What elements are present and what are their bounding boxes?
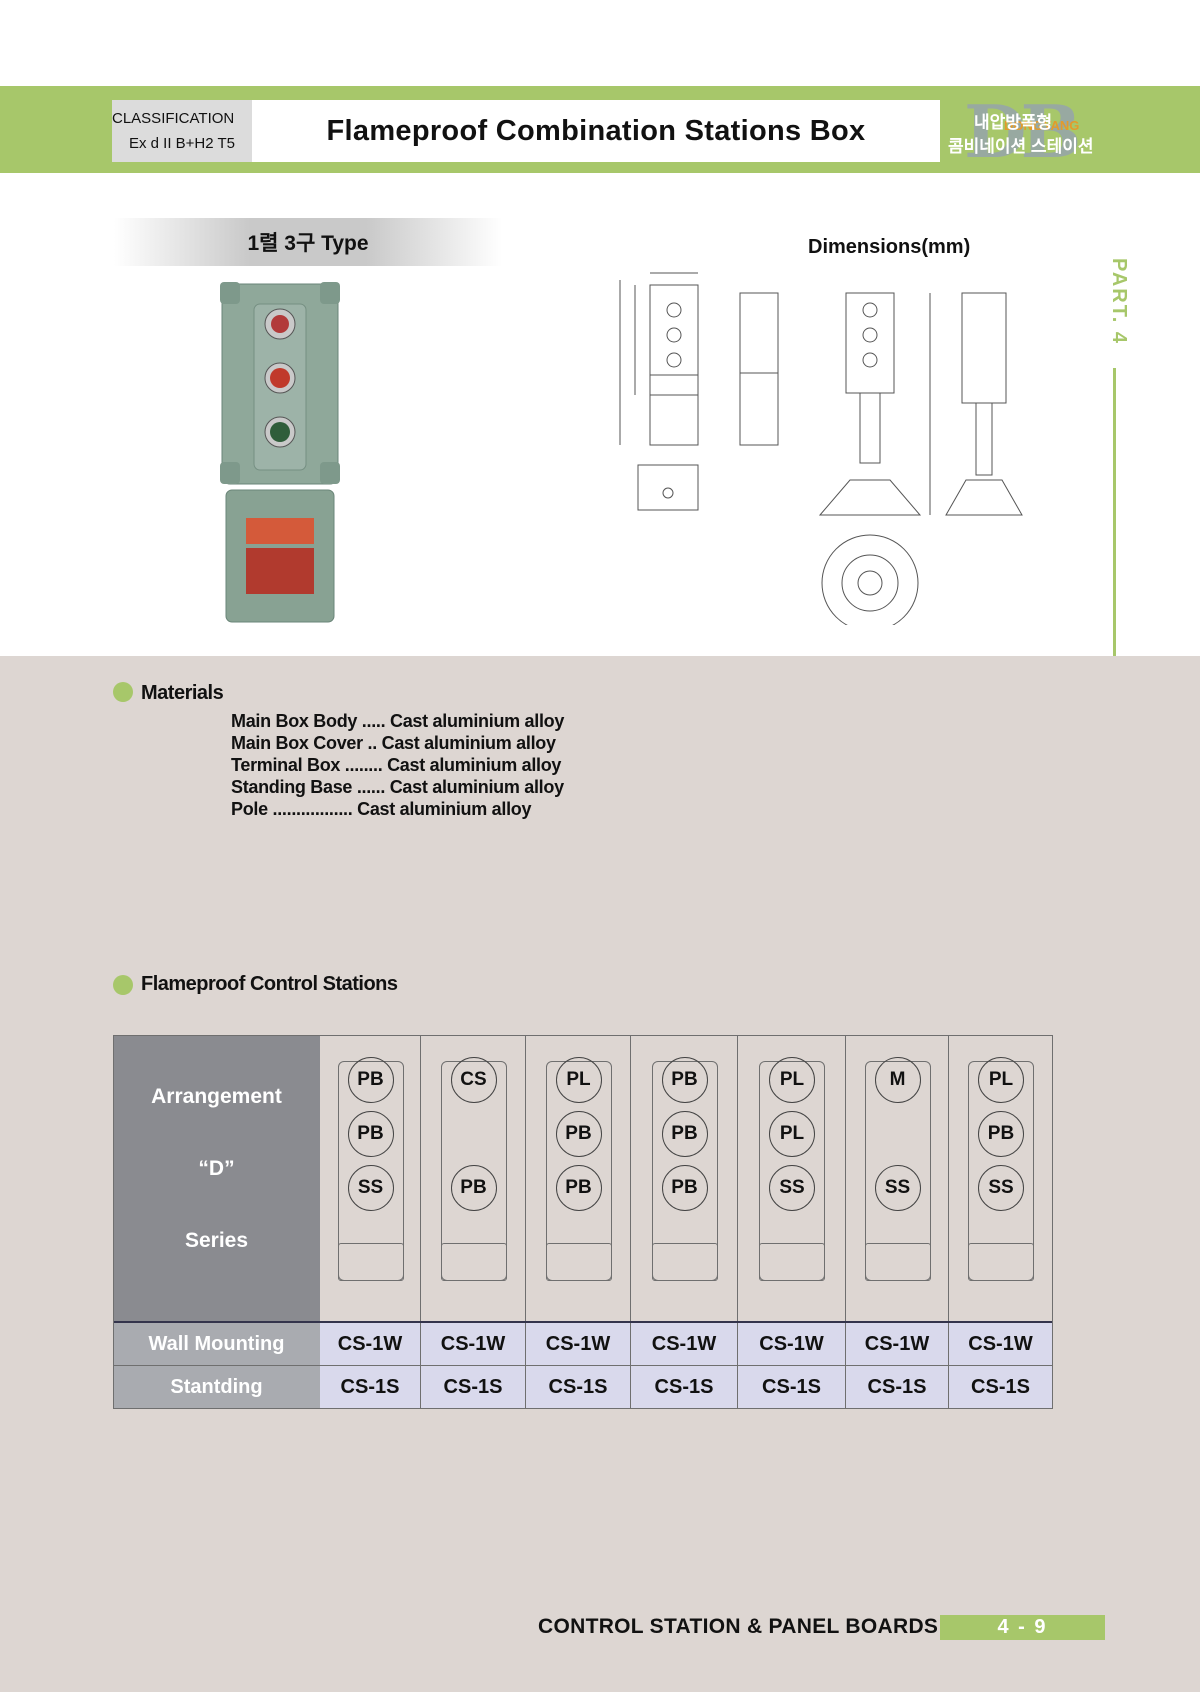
materials-list: Main Box Body ..... Cast aluminium alloy…: [231, 710, 564, 820]
materials-bullet-icon: [113, 682, 133, 702]
footer-title: CONTROL STATION & PANEL BOARDS: [538, 1615, 939, 1638]
component-symbol: PB: [347, 1111, 394, 1157]
model-cell: CS-1S: [949, 1366, 1053, 1408]
logo-monogram: DB: [964, 89, 1081, 174]
arrangement-header-line: Arrangement: [151, 1085, 282, 1108]
component-symbol: SS: [874, 1165, 921, 1211]
row-label-wall-mounting: Wall Mounting: [113, 1323, 320, 1365]
model-cell: CS-1W: [631, 1323, 738, 1365]
page-title-box: Flameproof Combination Stations Box: [252, 100, 940, 162]
company-logo: DB DONGYANG 내압방폭형 콤비네이션 스테이션: [944, 96, 1124, 168]
model-cell: CS-1W: [421, 1323, 526, 1365]
model-cell: CS-1S: [526, 1366, 631, 1408]
component-symbol: SS: [347, 1165, 394, 1211]
row-label-standing: Stantding: [113, 1366, 320, 1408]
component-symbol: PB: [555, 1165, 602, 1211]
label-slot: [864, 1243, 931, 1281]
classification-box: CLASSIFICATION Ex d II B+H2 T5: [112, 100, 252, 162]
logo-brand: DONGYANG: [1004, 118, 1080, 133]
label-slot: [337, 1243, 404, 1281]
model-cell: CS-1S: [738, 1366, 846, 1408]
control-stations-table: Arrangement “D” Series Wall Mounting Sta…: [113, 1035, 1053, 1409]
logo-korean-line-1: 내압방폭형: [974, 113, 1053, 132]
model-cell: CS-1W: [526, 1323, 631, 1365]
arrangement-header-line: “D”: [198, 1157, 235, 1180]
classification-label: CLASSIFICATION: [112, 110, 235, 127]
component-symbol: PL: [978, 1057, 1024, 1103]
model-cell: CS-1S: [320, 1366, 421, 1408]
control-stations-bullet-icon: [113, 975, 133, 995]
model-cell: CS-1W: [846, 1323, 949, 1365]
component-symbol: M: [874, 1057, 921, 1103]
page-title: Flameproof Combination Stations Box: [326, 114, 866, 147]
component-symbol: PB: [978, 1111, 1024, 1157]
classification-value: Ex d II B+H2 T5: [128, 135, 236, 152]
part-label: PART. 4: [1108, 258, 1130, 345]
label-slot: [545, 1243, 612, 1281]
materials-item: Main Box Body ..... Cast aluminium alloy: [231, 711, 565, 731]
table-divider: [113, 1321, 1053, 1323]
component-symbol: PB: [347, 1057, 394, 1103]
model-cell: CS-1W: [738, 1323, 846, 1365]
arrangement-header: Arrangement “D” Series: [113, 1035, 320, 1323]
type-label: 1렬 3구 Type: [247, 232, 369, 255]
table-divider: [113, 1365, 1053, 1366]
model-cell: CS-1S: [631, 1366, 738, 1408]
logo-korean-line-2: 콤비네이션 스테이션: [948, 137, 1094, 156]
component-symbol: PL: [769, 1111, 815, 1157]
label-slot: [651, 1243, 718, 1281]
component-symbol: PB: [661, 1165, 708, 1211]
materials-item: Terminal Box ........ Cast aluminium all…: [231, 755, 562, 775]
arrangement-header-line: Series: [184, 1229, 249, 1252]
materials-item: Main Box Cover .. Cast aluminium alloy: [231, 733, 556, 753]
control-stations-title: Flameproof Control Stations: [141, 973, 398, 995]
model-cell: CS-1S: [846, 1366, 949, 1408]
component-symbol: PL: [555, 1057, 602, 1103]
dimension-drawings: [619, 272, 1023, 625]
type-badge: 1렬 3구 Type: [114, 218, 502, 266]
page-number: 4 - 9: [940, 1615, 1105, 1640]
product-photo: [220, 282, 340, 623]
model-cell: CS-1W: [949, 1323, 1053, 1365]
label-slot: [440, 1243, 507, 1281]
materials-item: Pole ................. Cast aluminium al…: [231, 799, 532, 819]
materials-title: Materials: [141, 682, 224, 704]
component-symbol: SS: [769, 1165, 815, 1211]
model-cell: CS-1S: [421, 1366, 526, 1408]
label-slot: [968, 1243, 1034, 1281]
component-symbol: PB: [450, 1165, 497, 1211]
component-symbol: PL: [769, 1057, 815, 1103]
component-symbol: SS: [978, 1165, 1024, 1211]
dimensions-title: Dimensions(mm): [808, 236, 971, 258]
component-symbol: PB: [661, 1111, 708, 1157]
label-slot: [759, 1243, 825, 1281]
component-symbol: PB: [555, 1111, 602, 1157]
model-cell: CS-1W: [320, 1323, 421, 1365]
component-symbol: CS: [450, 1057, 497, 1103]
component-symbol: PB: [661, 1057, 708, 1103]
materials-item: Standing Base ...... Cast aluminium allo…: [231, 777, 564, 797]
